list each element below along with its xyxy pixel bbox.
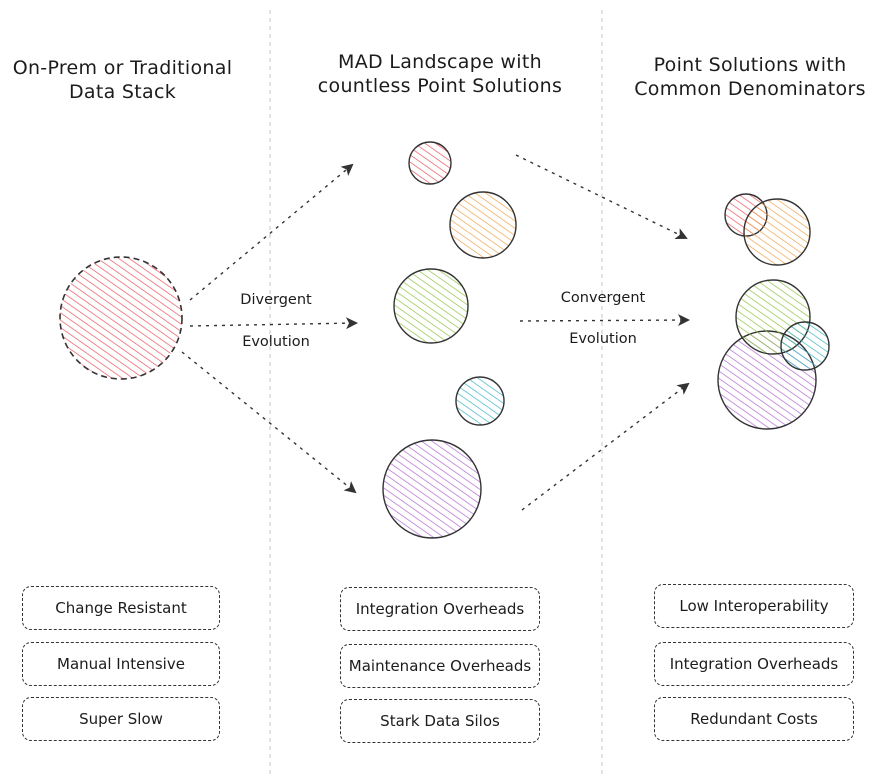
convergent-arrow-middle [519,314,690,327]
column-heading-mad-landscape: MAD Landscape with countless Point Solut… [295,50,585,98]
divergent-arrow-up [189,163,354,301]
overlap-bubble-teal [780,321,830,371]
point-solution-bubble-green [393,268,469,344]
convergent-arrow-up [515,154,688,240]
trait-box-low-interoperability: Low Interoperability [654,584,854,628]
point-solution-bubble-teal [455,376,505,426]
trait-box-integration-overheads-right: Integration Overheads [654,642,854,686]
convergent-label: Convergent [560,290,646,306]
heading-line-1: MAD Landscape with [338,51,542,73]
divergent-arrow-middle [189,317,358,330]
point-solution-bubble-red [408,141,452,185]
heading-line-2: countless Point Solutions [317,75,563,97]
heading-line-1: On-Prem or Traditional [12,57,233,79]
divergent-label: Divergent [240,292,312,308]
traditional-stack-bubble [59,256,183,380]
evolution-label-convergent: Evolution [569,331,637,347]
trait-box-manual-intensive: Manual Intensive [22,642,220,686]
heading-line-2: Common Denominators [634,78,866,100]
divergent-arrow-down [181,351,357,494]
trait-box-integration-overheads: Integration Overheads [340,587,540,631]
heading-line-2: Data Stack [68,81,176,103]
trait-box-super-slow: Super Slow [22,697,220,741]
column-heading-common-denominators: Point Solutions with Common Denominators [630,53,870,101]
point-solution-bubble-purple [382,439,482,539]
overlap-bubble-orange [743,198,811,266]
column-heading-traditional: On-Prem or Traditional Data Stack [0,56,245,104]
heading-line-1: Point Solutions with [653,54,847,76]
evolution-label-divergent: Evolution [242,334,310,350]
trait-box-redundant-costs: Redundant Costs [654,697,854,741]
trait-box-change-resistant: Change Resistant [22,586,220,630]
trait-box-stark-data-silos: Stark Data Silos [340,699,540,743]
point-solution-bubble-orange [449,191,517,259]
trait-box-maintenance-overheads: Maintenance Overheads [340,644,540,688]
convergent-arrow-down [521,382,690,511]
